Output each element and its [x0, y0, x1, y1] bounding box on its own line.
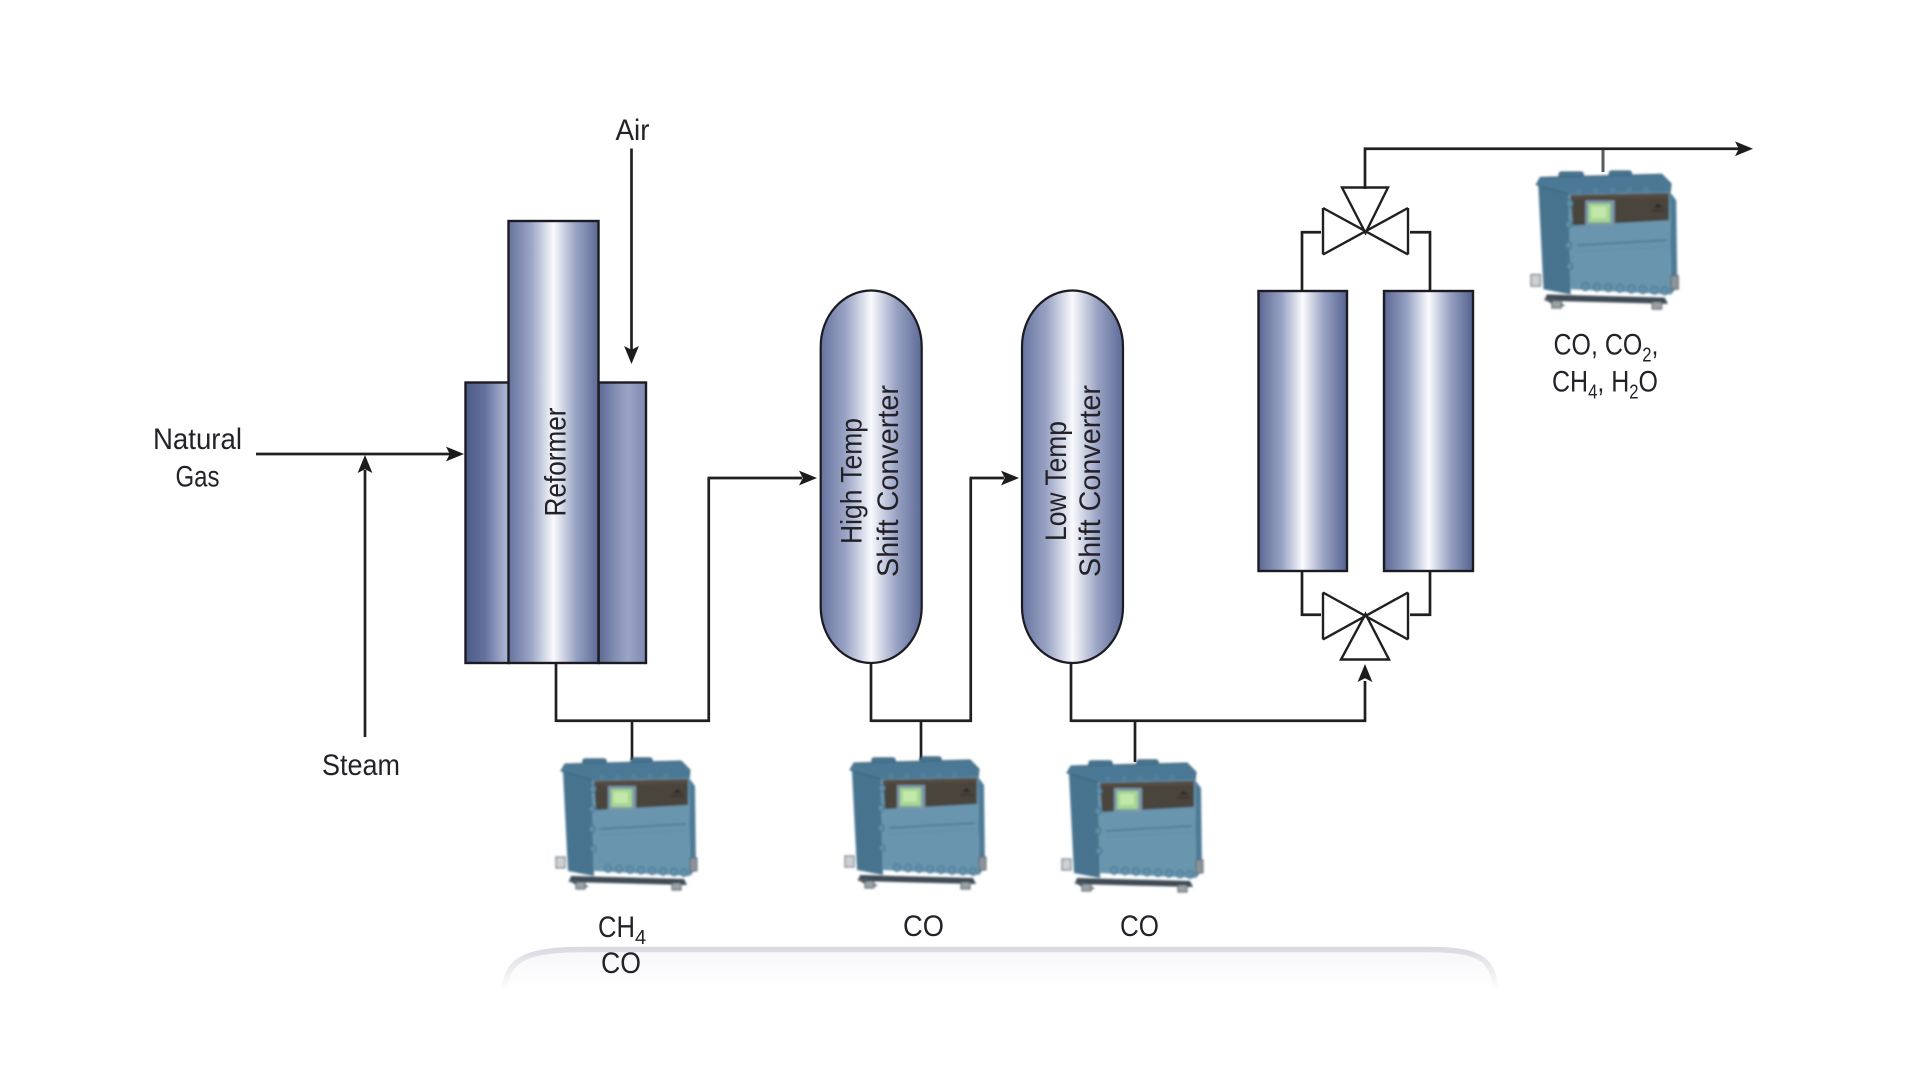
svg-text:CO: CO — [601, 947, 641, 980]
svg-text:Natural: Natural — [153, 423, 242, 456]
svg-text:Air: Air — [616, 114, 650, 147]
svg-text:CH4, H2O: CH4, H2O — [1552, 366, 1658, 404]
svg-text:CO: CO — [1120, 910, 1159, 943]
svg-text:Reformer: Reformer — [540, 407, 573, 516]
svg-text:Steam: Steam — [322, 749, 400, 782]
svg-text:CO: CO — [903, 910, 944, 943]
svg-text:4: 4 — [635, 927, 646, 949]
svg-text:High Temp: High Temp — [836, 418, 869, 544]
svg-text:Gas: Gas — [176, 461, 220, 494]
svg-text:CO, CO2,: CO, CO2, — [1554, 329, 1659, 367]
svg-text:CH: CH — [598, 911, 635, 944]
svg-text:Low Temp: Low Temp — [1040, 421, 1073, 541]
svg-text:Shift Converter: Shift Converter — [1074, 385, 1107, 577]
svg-text:Shift Converter: Shift Converter — [872, 385, 905, 577]
